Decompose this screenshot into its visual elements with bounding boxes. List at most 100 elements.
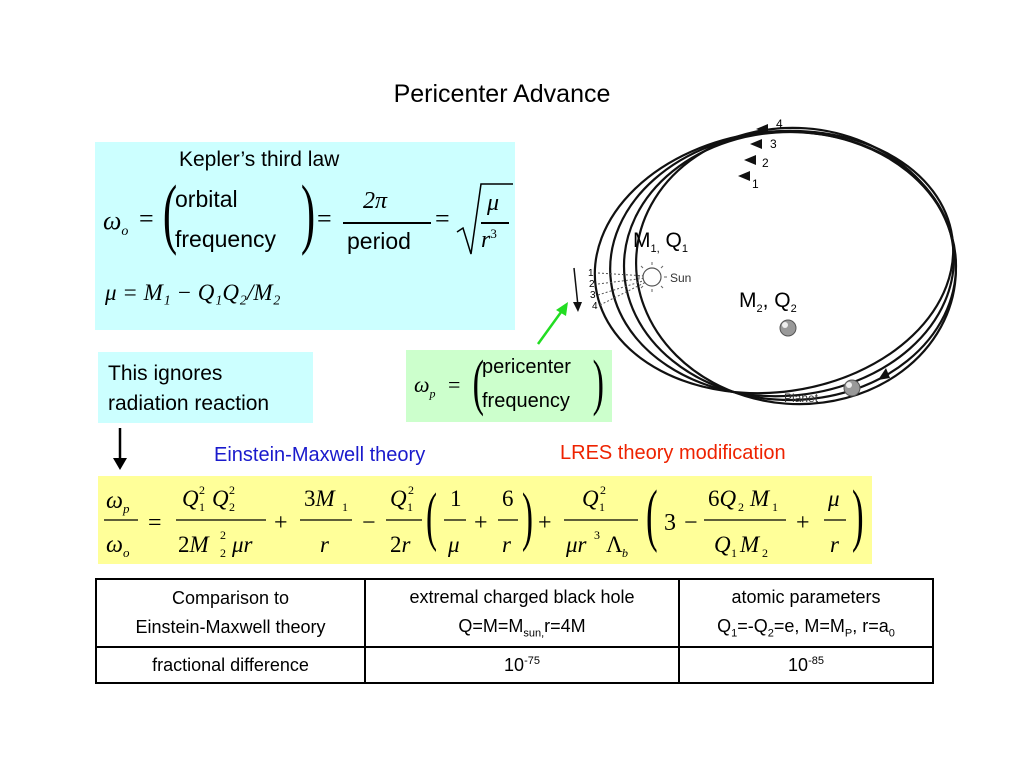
einstein-maxwell-label: Einstein-Maxwell theory (214, 444, 426, 466)
svg-text:(: ( (426, 481, 437, 553)
page-title: Pericenter Advance (393, 80, 611, 108)
omega-p-symbol: ωp (414, 372, 436, 401)
svg-text:4: 4 (592, 301, 598, 312)
lres-label: LRES theory modification (560, 442, 786, 464)
svg-text:b: b (622, 546, 628, 560)
svg-text:+: + (474, 510, 488, 536)
pericenter-right-paren: ) (592, 349, 605, 417)
svg-text:=: = (148, 510, 162, 536)
orbital-text: orbital (175, 186, 238, 212)
svg-text:1: 1 (199, 500, 205, 514)
equals-sign: = (139, 204, 154, 233)
planet-icon-1 (779, 319, 797, 337)
svg-text:3M: 3M (304, 486, 337, 511)
equals-sign-2: = (317, 204, 332, 233)
two-pi: 2π (363, 188, 388, 214)
svg-text:(: ( (646, 476, 658, 553)
ignores-note-line2: radiation reaction (108, 392, 270, 415)
svg-text:−: − (684, 510, 698, 536)
svg-text:): ) (522, 481, 533, 553)
svg-text:p: p (122, 501, 130, 516)
svg-text:−: − (362, 510, 376, 536)
table-cell: atomic parameters Q1=-Q2=e, M=MP, r=a0 (678, 578, 934, 648)
sun-label: Sun (670, 271, 691, 285)
svg-text:2M: 2M (178, 532, 211, 557)
svg-text:Q: Q (390, 486, 407, 511)
orbit-number-3: 3 (770, 137, 777, 151)
svg-text:1: 1 (450, 486, 462, 511)
svg-text:3: 3 (590, 290, 596, 301)
ignores-note-box: This ignores radiation reaction (98, 352, 313, 423)
svg-text:Q: Q (212, 486, 229, 511)
svg-text:+: + (274, 510, 288, 536)
svg-text:μr: μr (565, 532, 588, 557)
table-cell: fractional difference (95, 646, 366, 684)
svg-text:Q: Q (182, 486, 199, 511)
svg-text:2: 2 (738, 500, 744, 514)
svg-text:r: r (502, 532, 512, 557)
orbit-number-2: 2 (762, 156, 769, 170)
svg-text:2: 2 (199, 483, 205, 497)
pericenter-equation: ω p ω o = Q 1 2 Q 2 2 2M 2 2 μr + 3M 1 r… (104, 476, 864, 560)
green-arrow-icon (536, 302, 568, 345)
svg-text:M: M (739, 532, 761, 557)
sqrt-sign (456, 183, 513, 255)
sun-icon (637, 262, 667, 292)
svg-text:μ: μ (827, 486, 840, 511)
svg-text:6: 6 (502, 486, 514, 511)
m2-q2-label: M2, Q2 (739, 289, 797, 316)
table-cell: extremal charged black hole Q=M=Msun,r=4… (364, 578, 680, 648)
svg-text:+: + (796, 510, 810, 536)
pericenter-equals: = (448, 372, 461, 397)
left-paren: ( (162, 169, 178, 256)
svg-text:2r: 2r (390, 532, 412, 557)
svg-text:2: 2 (220, 528, 226, 542)
svg-text:2: 2 (220, 546, 226, 560)
fraction-bar (343, 222, 431, 224)
svg-text:r: r (830, 532, 840, 557)
svg-text:1: 1 (731, 546, 737, 560)
svg-text:2: 2 (589, 279, 595, 290)
orbit-diagram: 4 3 2 1 1 2 3 4 Sun Planet (573, 117, 958, 406)
svg-text:2: 2 (762, 546, 768, 560)
orbit-number-4: 4 (776, 117, 783, 131)
right-paren: ) (300, 169, 316, 256)
m1-q1-label: M1, Q1 (633, 229, 688, 256)
table-cell: Comparison to Einstein-Maxwell theory (95, 578, 366, 648)
svg-text:2: 2 (408, 483, 414, 497)
planet-label: Planet (784, 391, 819, 405)
svg-text:1: 1 (772, 500, 778, 514)
svg-text:1: 1 (407, 500, 413, 514)
svg-text:1: 1 (342, 500, 348, 514)
pericenter-left-paren: ( (472, 349, 485, 417)
kepler-heading: Kepler’s third law (179, 148, 340, 171)
svg-text:μr: μr (231, 532, 254, 557)
svg-text:+: + (538, 510, 552, 536)
svg-text:o: o (123, 545, 130, 560)
svg-text:3: 3 (594, 528, 600, 542)
kepler-box: Kepler’s third law ωo = ( orbital freque… (95, 142, 515, 330)
svg-text:M: M (749, 486, 771, 511)
r-cubed: r3 (481, 226, 497, 253)
orbit-number-1: 1 (752, 177, 759, 191)
svg-text:ω: ω (106, 532, 123, 558)
table-cell: 10-75 (364, 646, 680, 684)
pericenter-equation-box: ω p ω o = Q 1 2 Q 2 2 2M 2 2 μr + 3M 1 r… (98, 476, 872, 564)
ignores-note-line1: This ignores (108, 362, 223, 385)
mu-symbol: μ (487, 190, 500, 216)
svg-text:3: 3 (664, 510, 676, 536)
svg-text:μ: μ (447, 532, 460, 557)
svg-text:r: r (320, 532, 330, 557)
planet-icon-2 (843, 379, 861, 397)
pericenter-top: pericenter (482, 356, 571, 378)
svg-text:2: 2 (229, 500, 235, 514)
table-row: Comparison to Einstein-Maxwell theory ex… (95, 578, 934, 648)
omega-o-symbol: ωo (103, 206, 129, 240)
svg-text:2: 2 (600, 483, 606, 497)
svg-text:Q: Q (714, 532, 731, 557)
comparison-table: Comparison to Einstein-Maxwell theory ex… (95, 578, 934, 684)
svg-text:1: 1 (588, 268, 594, 279)
svg-text:1: 1 (599, 500, 605, 514)
svg-text:Q: Q (582, 486, 599, 511)
down-arrow-icon (113, 428, 127, 470)
